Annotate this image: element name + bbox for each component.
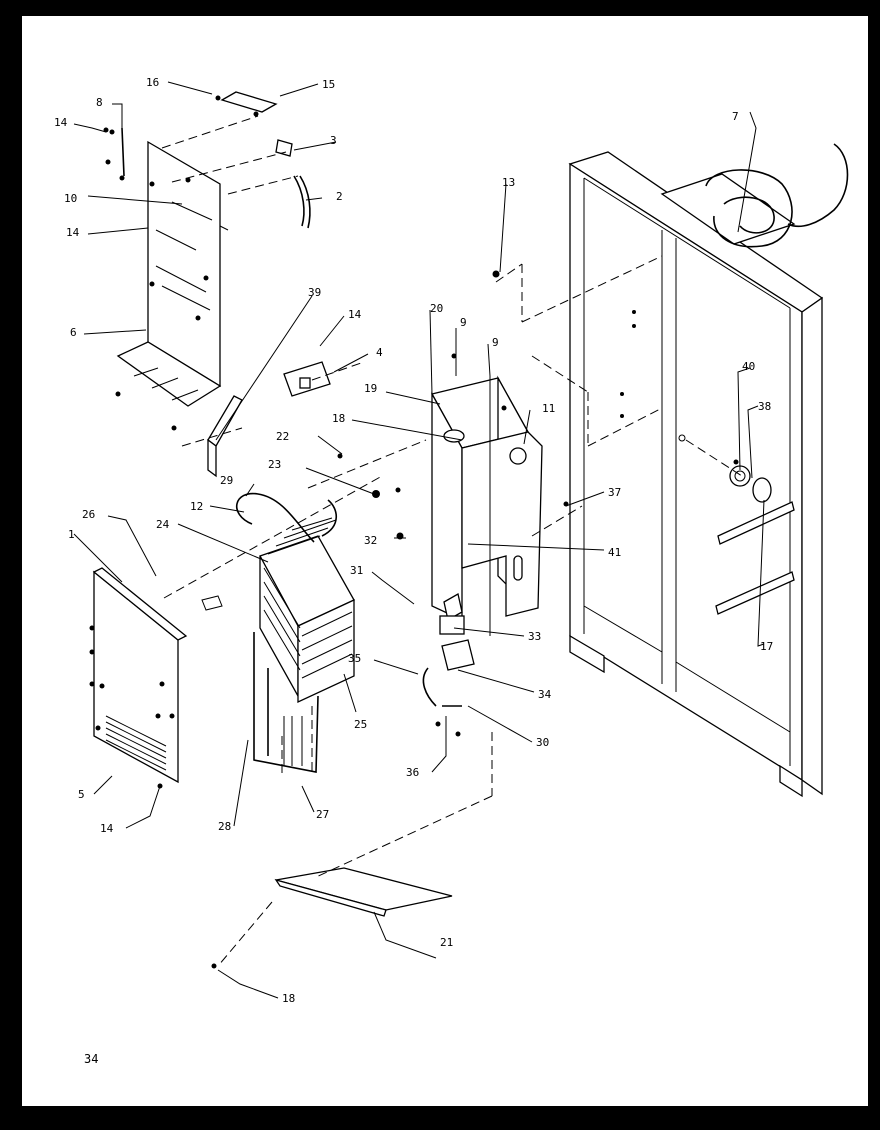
callout-18: 18 [282, 992, 295, 1005]
callout-6: 6 [70, 326, 77, 339]
callout-5: 5 [78, 788, 85, 801]
callout-20: 20 [430, 302, 443, 315]
callout-39: 39 [308, 286, 321, 299]
callout-16: 16 [146, 76, 159, 89]
drain-pan [211, 867, 453, 969]
callout-9: 9 [460, 316, 467, 329]
callout-17: 17 [760, 640, 773, 653]
evaporator-cover [116, 91, 311, 407]
callout-19: 19 [364, 382, 377, 395]
callout-41: 41 [608, 546, 621, 559]
callout-13: 13 [502, 176, 515, 189]
assembly-lines [161, 115, 743, 967]
callout-10: 10 [64, 192, 77, 205]
callout-29: 29 [220, 474, 233, 487]
callout-14: 14 [66, 226, 80, 239]
callout-12: 12 [190, 500, 203, 513]
callout-1: 1 [68, 528, 75, 541]
callout-34: 34 [538, 688, 552, 701]
callout-40: 40 [742, 360, 755, 373]
callout-35: 35 [348, 652, 361, 665]
exploded-parts-diagram: 16 15 8 14 3 2 10 14 6 39 14 4 20 9 9 19… [54, 76, 849, 1005]
callout-23: 23 [268, 458, 281, 471]
callout-14: 14 [54, 116, 68, 129]
callout-31: 31 [350, 564, 363, 577]
fan-bracket [422, 375, 543, 707]
callout-22: 22 [276, 430, 289, 443]
leader-lines [73, 81, 765, 999]
callout-7: 7 [732, 110, 739, 123]
page-number: 34 [84, 1052, 99, 1066]
callout-33: 33 [528, 630, 541, 643]
callout-4: 4 [376, 346, 383, 359]
callout-25: 25 [354, 718, 367, 731]
callout-24: 24 [156, 518, 170, 531]
callout-32: 32 [364, 534, 377, 547]
callout-9: 9 [492, 336, 499, 349]
callout-2: 2 [336, 190, 343, 203]
callout-8: 8 [96, 96, 103, 109]
cabinet [568, 143, 849, 798]
callout-36: 36 [406, 766, 419, 779]
callout-26: 26 [82, 508, 95, 521]
callout-14: 14 [348, 308, 362, 321]
callout-15: 15 [322, 78, 335, 91]
callout-27: 27 [316, 808, 329, 821]
diagram-sheet: 16 15 8 14 3 2 10 14 6 39 14 4 20 9 9 19… [22, 16, 868, 1106]
callout-labels: 16 15 8 14 3 2 10 14 6 39 14 4 20 9 9 19… [54, 76, 773, 1005]
callout-37: 37 [608, 486, 621, 499]
callout-38: 38 [758, 400, 771, 413]
callout-11: 11 [542, 402, 555, 415]
rear-panel [92, 567, 223, 784]
callout-18: 18 [332, 412, 345, 425]
evaporator-coil [235, 492, 355, 773]
callout-14: 14 [100, 822, 114, 835]
callout-21: 21 [440, 936, 453, 949]
callout-30: 30 [536, 736, 549, 749]
callout-28: 28 [218, 820, 231, 833]
callout-3: 3 [330, 134, 337, 147]
side-strip [207, 361, 331, 478]
